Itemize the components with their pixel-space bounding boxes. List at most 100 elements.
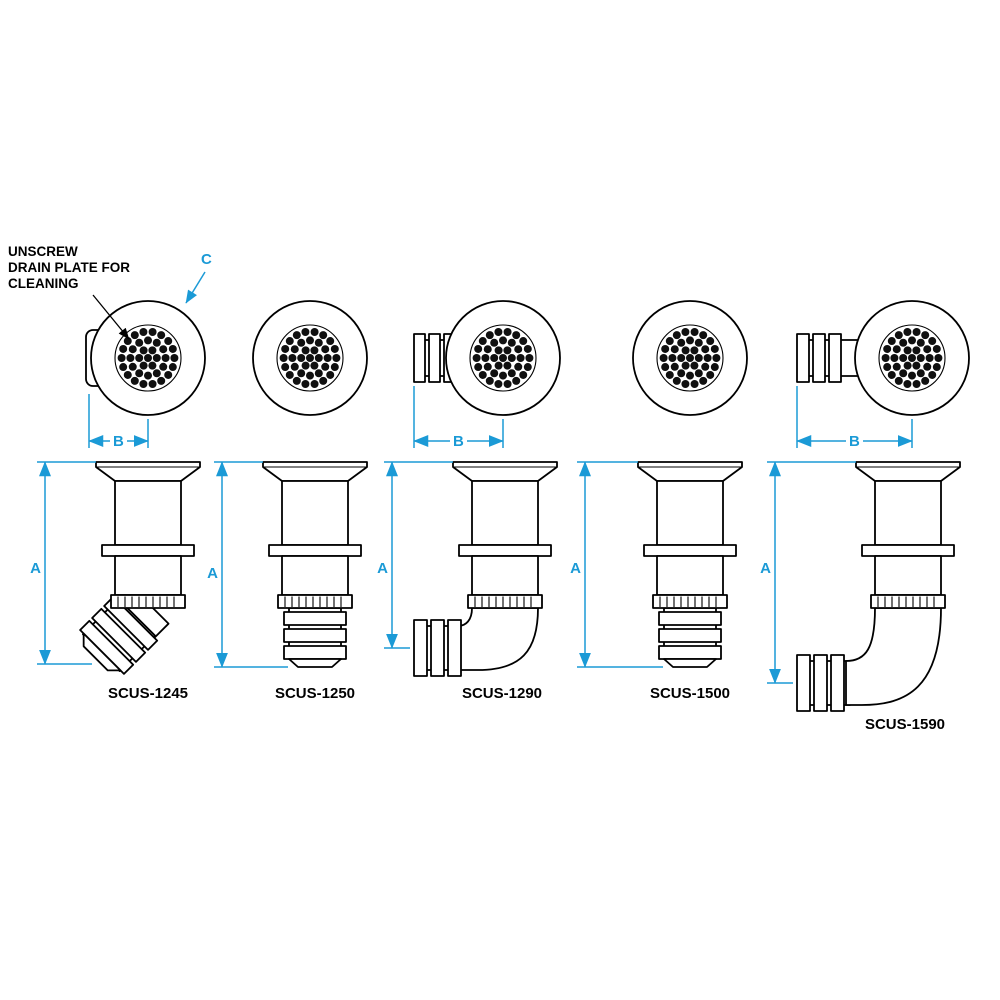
drain-hole bbox=[490, 369, 499, 378]
drain-hole bbox=[672, 331, 681, 340]
drain-hole bbox=[152, 338, 161, 347]
tail-end-taper bbox=[663, 658, 717, 668]
drain-hole bbox=[310, 346, 319, 355]
drain-hole bbox=[321, 345, 330, 354]
dim-c-label: C bbox=[201, 251, 212, 268]
drain-hole bbox=[130, 376, 139, 385]
top-view-scus-1250 bbox=[252, 300, 368, 416]
drain-hole bbox=[659, 354, 668, 362]
drain-hole bbox=[923, 362, 932, 371]
drain-hole bbox=[472, 354, 481, 362]
drain-hole bbox=[297, 369, 306, 378]
drain-hole bbox=[119, 363, 128, 372]
drain-hole bbox=[932, 344, 941, 353]
drain-hole bbox=[292, 376, 301, 385]
drain-hole bbox=[288, 354, 297, 362]
drain-hole bbox=[706, 337, 715, 346]
drain-hole bbox=[921, 376, 930, 385]
drain-hole bbox=[159, 345, 168, 354]
label-backing bbox=[110, 431, 127, 448]
top-view-scus-1500 bbox=[632, 300, 748, 416]
drain-hole bbox=[285, 370, 294, 379]
model-label-scus-1500: SCUS-1500 bbox=[650, 685, 730, 702]
drain-hole bbox=[306, 354, 314, 362]
dimension-c: C bbox=[185, 251, 212, 304]
drain-hole bbox=[894, 331, 903, 340]
dimension-a-scus-1500: A bbox=[570, 461, 663, 668]
dimension-b-scus-1290: B bbox=[413, 386, 504, 450]
drain-hole bbox=[928, 337, 937, 346]
tail-end-taper bbox=[288, 658, 342, 668]
drain-hole bbox=[478, 370, 487, 379]
drain-hole bbox=[519, 370, 528, 379]
drain-hole bbox=[881, 354, 890, 362]
drain-hole bbox=[706, 370, 715, 379]
upper-assembly bbox=[95, 461, 201, 609]
drain-hole bbox=[923, 345, 932, 354]
drain-hole bbox=[710, 344, 719, 353]
elbow-90 bbox=[457, 607, 539, 671]
dim-a-label: A bbox=[30, 560, 41, 577]
drain-hole bbox=[157, 331, 166, 340]
drain-hole bbox=[883, 344, 892, 353]
label-backing bbox=[450, 431, 467, 448]
drain-hole bbox=[499, 371, 507, 380]
drain-hole bbox=[139, 361, 148, 370]
dim-b-label: B bbox=[849, 433, 860, 450]
drain-hole bbox=[912, 328, 921, 336]
drain-hole bbox=[916, 338, 925, 347]
drain-hole bbox=[135, 354, 144, 362]
drain-hole bbox=[128, 345, 137, 354]
drain-hole bbox=[681, 380, 690, 388]
drain-hole bbox=[281, 363, 290, 372]
drain-hole bbox=[490, 354, 499, 362]
drain-hole bbox=[932, 363, 941, 372]
drain-hole bbox=[139, 328, 148, 336]
drain-hole bbox=[292, 331, 301, 340]
cleaning-note: UNSCREW DRAIN PLATE FOR CLEANING bbox=[8, 244, 130, 340]
drain-hole bbox=[290, 362, 299, 371]
drain-hole bbox=[516, 354, 525, 362]
drain-hole bbox=[144, 354, 152, 362]
drain-hole bbox=[494, 380, 503, 388]
drain-hole bbox=[301, 361, 310, 370]
drain-hole bbox=[519, 337, 528, 346]
drain-hole bbox=[148, 361, 157, 370]
dim-b-label: B bbox=[113, 433, 124, 450]
fitting-scus-1500 bbox=[637, 461, 743, 668]
drain-hole bbox=[908, 354, 916, 362]
drain-hole bbox=[892, 362, 901, 371]
drain-hole bbox=[507, 369, 516, 378]
dimension-b-scus-1590: B bbox=[796, 386, 913, 450]
drain-hole bbox=[912, 346, 921, 355]
drain-hole bbox=[481, 354, 490, 362]
drain-hole bbox=[494, 361, 503, 370]
dim-a-label: A bbox=[207, 565, 218, 582]
drain-hole bbox=[170, 354, 179, 362]
hose-tail-ridge bbox=[812, 333, 826, 383]
drain-hole bbox=[326, 337, 335, 346]
drain-hole bbox=[686, 371, 694, 380]
dimension-b-scus-1245: B bbox=[88, 394, 149, 450]
upper-assembly bbox=[637, 461, 743, 609]
drain-hole bbox=[474, 344, 483, 353]
note-line-3: CLEANING bbox=[8, 276, 79, 291]
dim-c-leader bbox=[185, 271, 206, 304]
drain-hole bbox=[525, 354, 534, 362]
drain-hole bbox=[148, 380, 157, 388]
drain-hole bbox=[281, 344, 290, 353]
drain-hole bbox=[712, 354, 721, 362]
drain-hole bbox=[159, 362, 168, 371]
fitting-scus-1590 bbox=[796, 461, 961, 712]
drain-hole bbox=[677, 338, 686, 347]
drain-hole bbox=[887, 337, 896, 346]
note-leader-line bbox=[92, 294, 130, 340]
dimension-a-scus-1590: A bbox=[760, 461, 856, 684]
elbow-90-sweep bbox=[845, 607, 942, 706]
drain-hole bbox=[681, 361, 690, 370]
tail-ridge bbox=[658, 611, 722, 626]
drain-hole bbox=[144, 336, 152, 345]
drain-hole bbox=[677, 369, 686, 378]
